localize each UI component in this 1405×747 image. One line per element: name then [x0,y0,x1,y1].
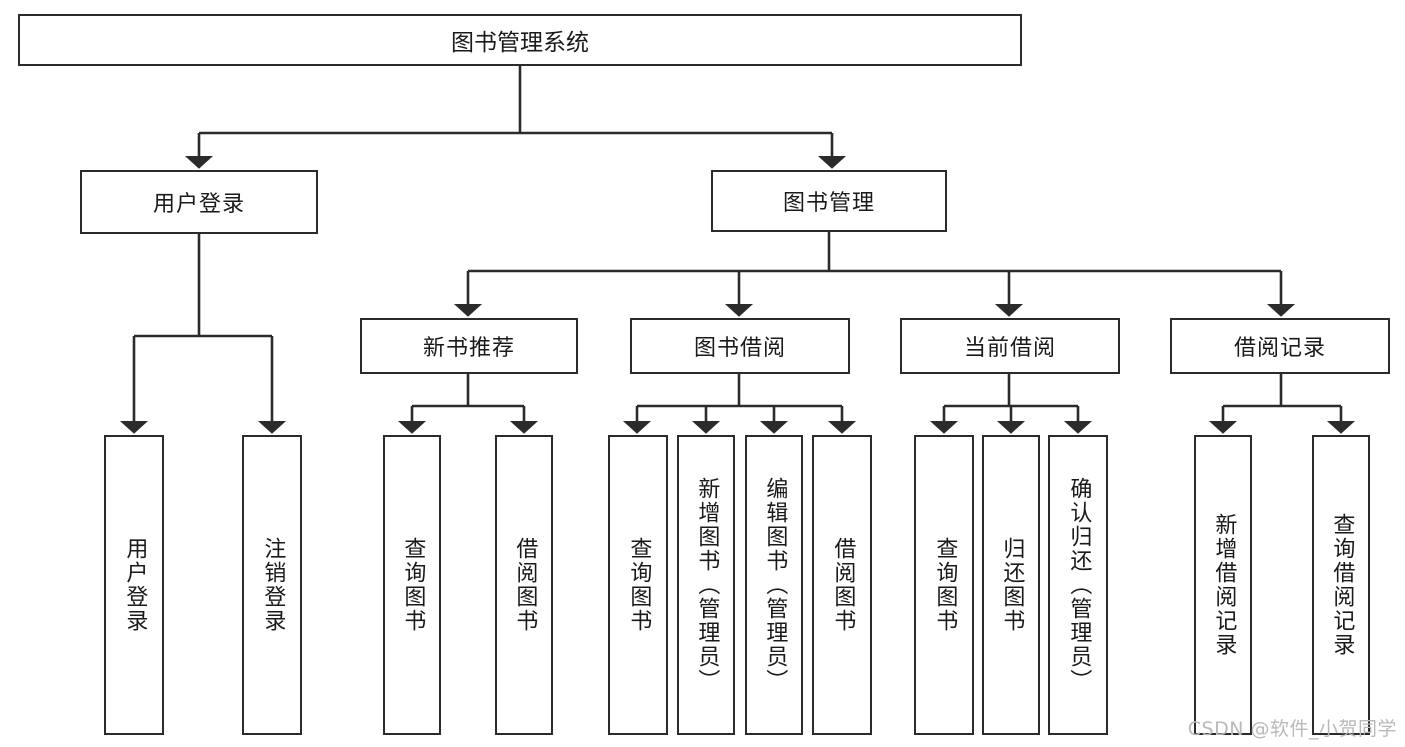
leaf-user-login-signin[interactable]: 用户登录 [104,435,164,735]
node-root-system[interactable]: 图书管理系统 [18,14,1022,66]
leaf-new-book-query[interactable]: 查询图书 [383,435,441,735]
node-label: 确认归还（管理员） [1066,477,1092,693]
node-label: 编辑图书（管理员） [762,477,788,693]
node-label: 查询借阅记录 [1329,513,1355,657]
leaf-current-query-book[interactable]: 查询图书 [914,435,974,735]
leaf-borrow-edit-book-admin[interactable]: 编辑图书（管理员） [745,435,803,735]
node-label: 图书借阅 [693,336,786,361]
leaf-user-login-signout[interactable]: 注销登录 [242,435,302,735]
node-borrow-record[interactable]: 借阅记录 [1170,318,1390,374]
node-label: 归还图书 [999,537,1025,633]
leaf-record-query[interactable]: 查询借阅记录 [1312,435,1370,735]
node-label: 注销登录 [260,537,286,633]
leaf-new-book-borrow[interactable]: 借阅图书 [495,435,553,735]
node-label: 用户登录 [152,192,245,217]
leaf-borrow-borrow-book[interactable]: 借阅图书 [812,435,872,735]
node-label: 新增借阅记录 [1211,513,1237,657]
node-label: 借阅记录 [1233,336,1326,361]
leaf-borrow-query-book[interactable]: 查询图书 [608,435,668,735]
leaf-current-confirm-return-admin[interactable]: 确认归还（管理员） [1048,435,1108,735]
node-label: 新书推荐 [422,336,515,361]
leaf-borrow-add-book-admin[interactable]: 新增图书（管理员） [677,435,735,735]
node-label: 新增图书（管理员） [694,477,720,693]
node-book-borrow[interactable]: 图书借阅 [630,318,850,374]
node-label: 用户登录 [122,537,148,633]
node-new-book-recommend[interactable]: 新书推荐 [360,318,578,374]
node-label: 借阅图书 [830,537,856,633]
node-label: 借阅图书 [512,537,538,633]
node-user-login[interactable]: 用户登录 [80,170,318,234]
leaf-record-add[interactable]: 新增借阅记录 [1194,435,1252,735]
node-label: 当前借阅 [963,336,1056,361]
node-current-borrow[interactable]: 当前借阅 [900,318,1120,374]
node-label: 图书管理系统 [451,30,589,56]
node-book-management[interactable]: 图书管理 [711,170,947,232]
node-label: 查询图书 [400,537,426,633]
node-label: 查询图书 [932,537,958,633]
leaf-current-return-book[interactable]: 归还图书 [982,435,1040,735]
node-label: 图书管理 [782,191,875,216]
csdn-watermark: CSDN @软件_小贺同学 [1187,718,1397,740]
node-label: 查询图书 [626,537,652,633]
